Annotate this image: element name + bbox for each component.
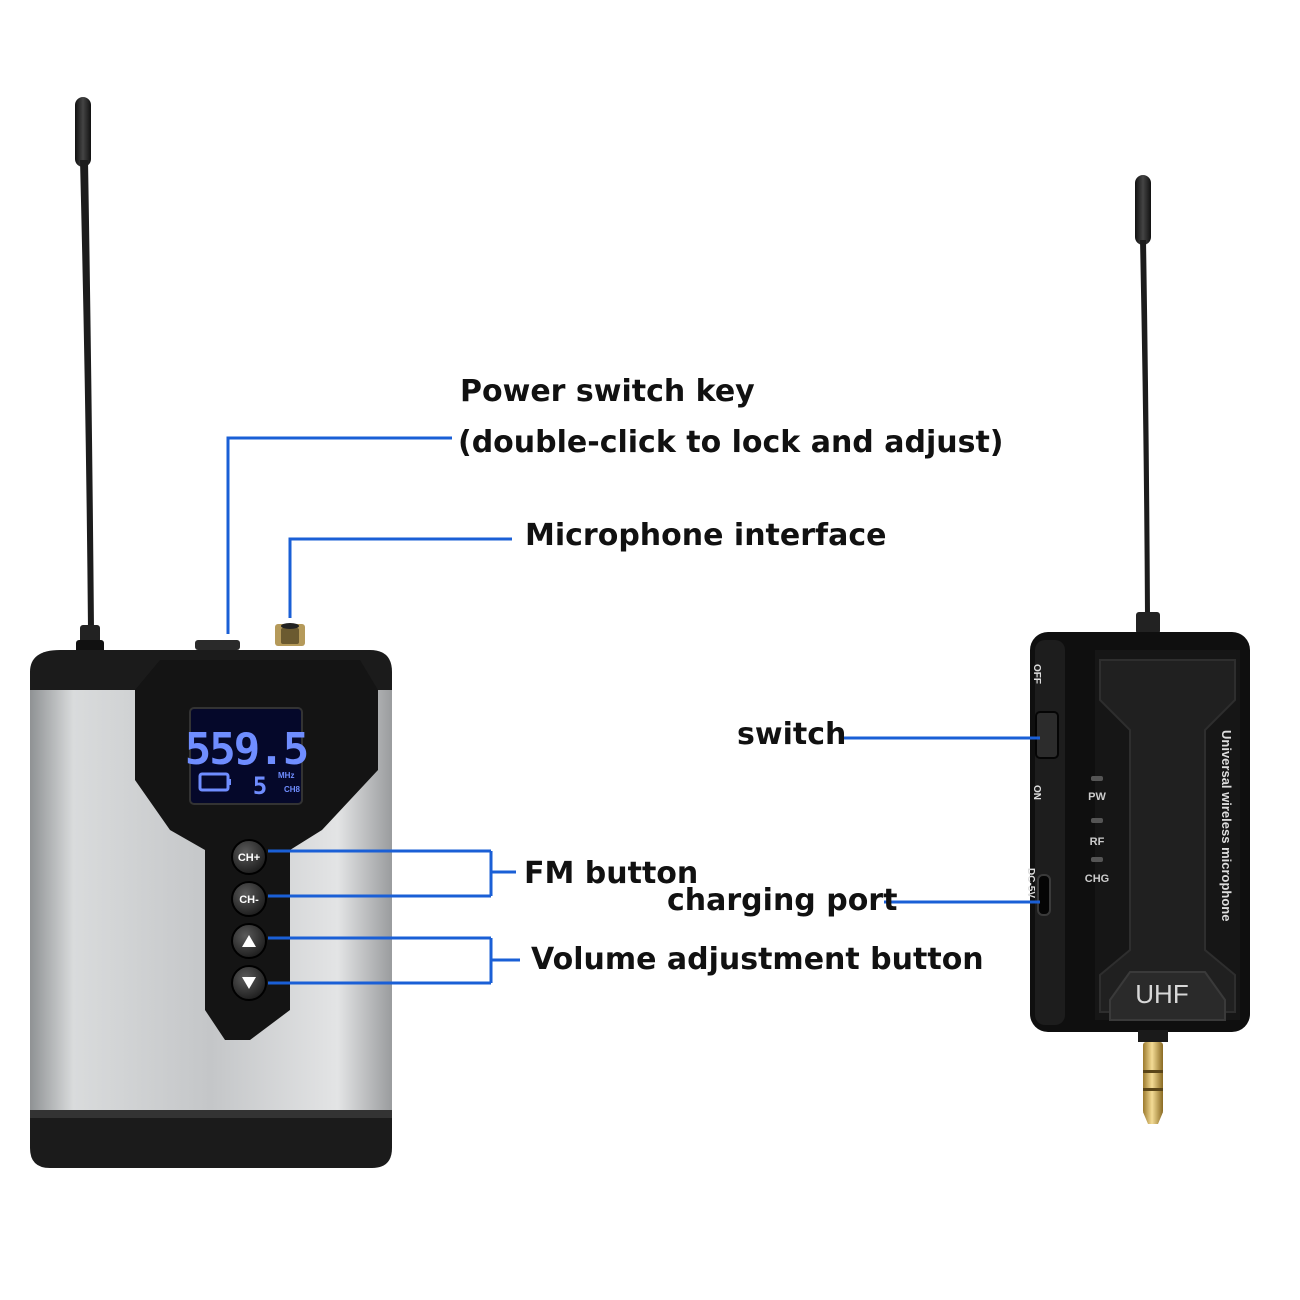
audio-jack-plug bbox=[1138, 1030, 1168, 1124]
lcd-channel: 5 bbox=[253, 772, 267, 800]
leader-lines bbox=[226, 436, 1040, 985]
microphone-jack[interactable] bbox=[275, 623, 305, 646]
leader-power bbox=[226, 436, 452, 634]
callout-fm-button: FM button bbox=[524, 856, 699, 891]
led-rf bbox=[1091, 818, 1103, 823]
receiver-antenna bbox=[1135, 175, 1160, 634]
bodypack-bottom-cap bbox=[30, 1110, 392, 1168]
ch-plus-button[interactable]: CH+ bbox=[231, 839, 267, 875]
triangle-up-icon bbox=[242, 935, 256, 947]
callout-switch: switch bbox=[737, 717, 847, 752]
volume-up-button[interactable] bbox=[231, 923, 267, 959]
label-dc: DC-5V bbox=[1025, 868, 1036, 898]
power-slide-switch[interactable] bbox=[1035, 711, 1059, 759]
lcd-ch-label: CH8 bbox=[284, 785, 301, 794]
uhf-plate bbox=[1109, 971, 1226, 1021]
power-switch-key[interactable] bbox=[195, 640, 240, 650]
lcd-unit: MHz bbox=[278, 771, 294, 780]
receiver-unit: OFF ON DC-5V PW RF CHG Universal wireles… bbox=[1025, 175, 1250, 1124]
bodypack-antenna bbox=[75, 97, 104, 654]
receiver-side-text: Universal wireless microphone bbox=[1219, 730, 1234, 921]
label-off: OFF bbox=[1031, 664, 1042, 684]
callout-charging-port: charging port bbox=[667, 883, 898, 918]
charging-port[interactable] bbox=[1037, 874, 1051, 916]
led-chg bbox=[1091, 857, 1103, 862]
ch-minus-label: CH- bbox=[239, 894, 259, 906]
led-rf-label: RF bbox=[1090, 836, 1105, 848]
lcd-frequency: 559.5 bbox=[185, 724, 307, 775]
bodypack-transmitter: 559.5 5 MHz CH8 CH+ CH- bbox=[30, 97, 392, 1168]
callout-volume-button: Volume adjustment button bbox=[531, 942, 984, 977]
callout-power-line1: Power switch key bbox=[460, 374, 755, 409]
ch-plus-label: CH+ bbox=[238, 852, 260, 864]
led-chg-label: CHG bbox=[1085, 873, 1109, 885]
led-pw bbox=[1091, 776, 1103, 781]
triangle-down-icon bbox=[242, 977, 256, 989]
callout-mic-interface: Microphone interface bbox=[525, 518, 887, 553]
label-on: ON bbox=[1031, 785, 1042, 800]
ch-minus-button[interactable]: CH- bbox=[231, 881, 267, 917]
volume-down-button[interactable] bbox=[231, 965, 267, 1001]
leader-mic bbox=[288, 537, 512, 618]
led-pw-label: PW bbox=[1088, 791, 1106, 803]
lcd-screen bbox=[189, 707, 303, 805]
callout-power-line2: (double-click to lock and adjust) bbox=[458, 425, 1004, 460]
brand-label: UHF bbox=[1135, 979, 1188, 1009]
